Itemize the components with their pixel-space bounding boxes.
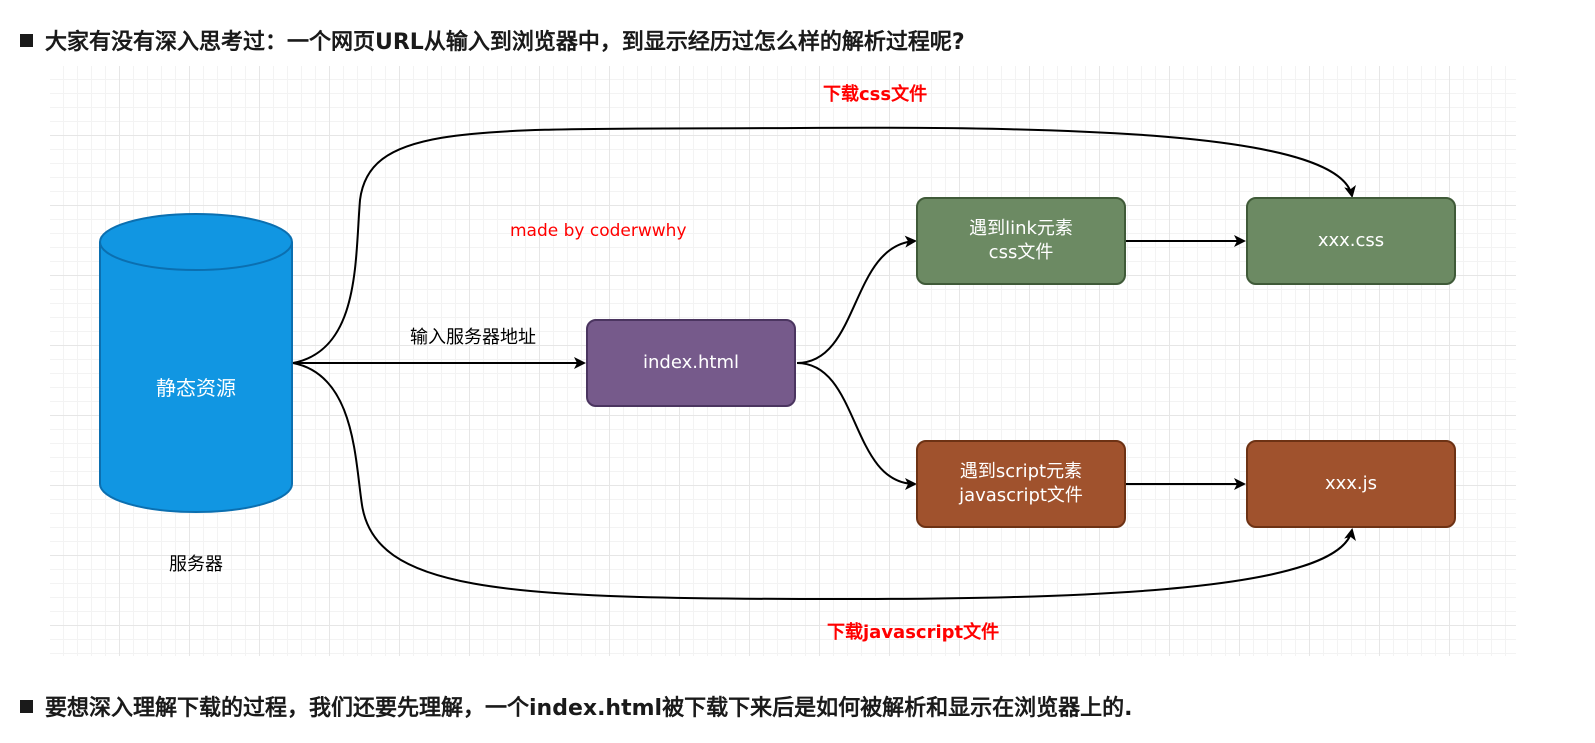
css-file-node: xxx.css [1246,197,1456,285]
server-cylinder [99,213,293,513]
watermark-label: made by coderwwhy [510,221,687,241]
download-js-label: 下载javascript文件 [827,622,1000,643]
link-element-line2: css文件 [988,242,1054,263]
arrow-download-css [292,126,1356,364]
js-file-label: xxx.js [1324,473,1378,494]
cylinder-body [99,242,293,513]
download-css-label: 下载css文件 [823,84,928,105]
link-element-node: 遇到link元素 css文件 [916,197,1126,285]
top-heading-text: 大家有没有深入思考过：一个网页URL从输入到浏览器中，到显示经历过怎么样的解析过… [45,30,965,55]
server-caption: 服务器 [169,554,223,575]
link-element-line1: 遇到link元素 [969,218,1073,239]
script-element-line1: 遇到script元素 [959,461,1083,482]
arrow-index-to-link [796,235,917,364]
bottom-heading: 要想深入理解下载的过程，我们还要先理解，一个index.html被下载下来后是如… [20,690,1132,722]
arrow-index-to-script [796,362,917,490]
arrow-download-js [292,362,1356,601]
css-file-label: xxx.css [1317,230,1385,251]
bottom-heading-text: 要想深入理解下载的过程，我们还要先理解，一个index.html被下载下来后是如… [45,696,1133,721]
top-heading: 大家有没有深入思考过：一个网页URL从输入到浏览器中，到显示经历过怎么样的解析过… [20,24,965,56]
square-bullet-icon [20,699,33,713]
script-element-line2: javascript文件 [959,485,1083,506]
index-html-label: index.html [643,352,739,373]
cylinder-label: 静态资源 [156,376,236,400]
script-element-node: 遇到script元素 javascript文件 [916,440,1126,528]
square-bullet-icon [20,33,33,47]
cylinder-top [99,213,293,271]
input-address-label: 输入服务器地址 [410,327,536,348]
js-file-node: xxx.js [1246,440,1456,528]
index-html-node: index.html [586,319,796,407]
